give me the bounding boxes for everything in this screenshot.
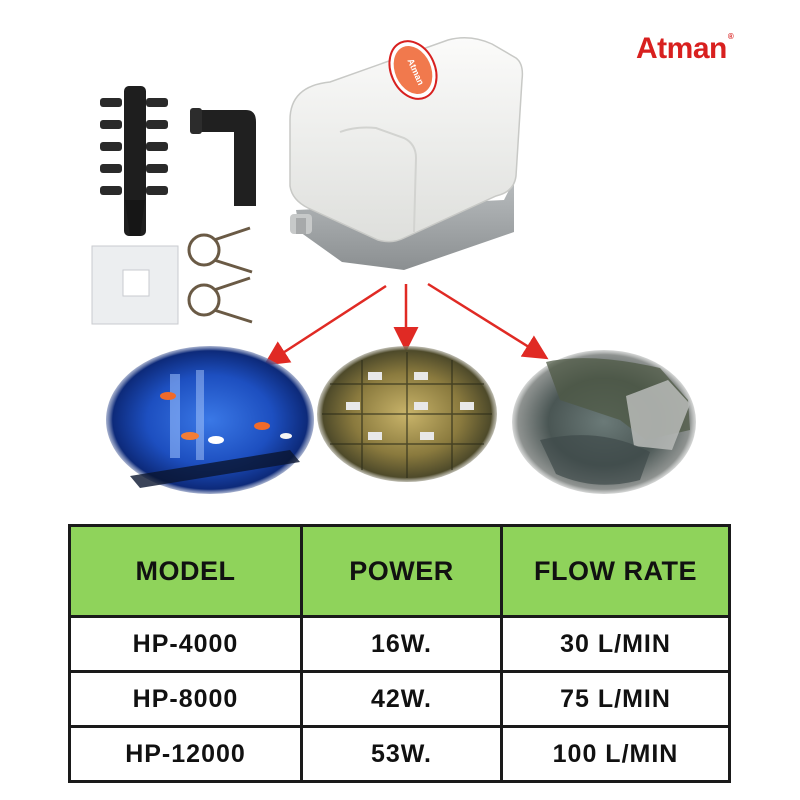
elbow-connector-icon: [190, 108, 256, 206]
header-model: MODEL: [68, 524, 303, 618]
usage-arrows: [263, 282, 549, 366]
table-row: HP-4000 16W. 30 L/MIN: [68, 615, 731, 673]
table-row: HP-8000 42W. 75 L/MIN: [68, 670, 731, 728]
cell-power: 42W.: [300, 670, 503, 728]
brand-logo: Atman®: [636, 32, 734, 66]
cell-flow-rate: 75 L/MIN: [500, 670, 731, 728]
spec-table: MODEL POWER FLOW RATE HP-4000 16W. 30 L/…: [68, 524, 731, 783]
cell-model: HP-8000: [68, 670, 303, 728]
pond-scene: [512, 350, 696, 494]
fish-tank-rack-scene: [317, 346, 497, 482]
registered-mark: ®: [727, 32, 734, 41]
header-power: POWER: [300, 524, 503, 618]
cell-model: HP-4000: [68, 615, 303, 673]
table-row: HP-12000 53W. 100 L/MIN: [68, 725, 731, 783]
aquarium-scene: [106, 346, 314, 494]
cell-flow-rate: 100 L/MIN: [500, 725, 731, 783]
cell-power: 53W.: [300, 725, 503, 783]
cell-model: HP-12000: [68, 725, 303, 783]
product-illustration: Atman: [91, 37, 696, 494]
filter-pad-icon: [91, 245, 179, 325]
brand-name: Atman: [636, 32, 727, 65]
cell-power: 16W.: [300, 615, 503, 673]
cell-flow-rate: 30 L/MIN: [500, 615, 731, 673]
spring-clamp-icon: [187, 226, 253, 324]
air-manifold-icon: [100, 86, 168, 236]
table-header-row: MODEL POWER FLOW RATE: [68, 524, 731, 618]
header-flow-rate: FLOW RATE: [500, 524, 731, 618]
air-pump-icon: Atman: [289, 37, 524, 270]
